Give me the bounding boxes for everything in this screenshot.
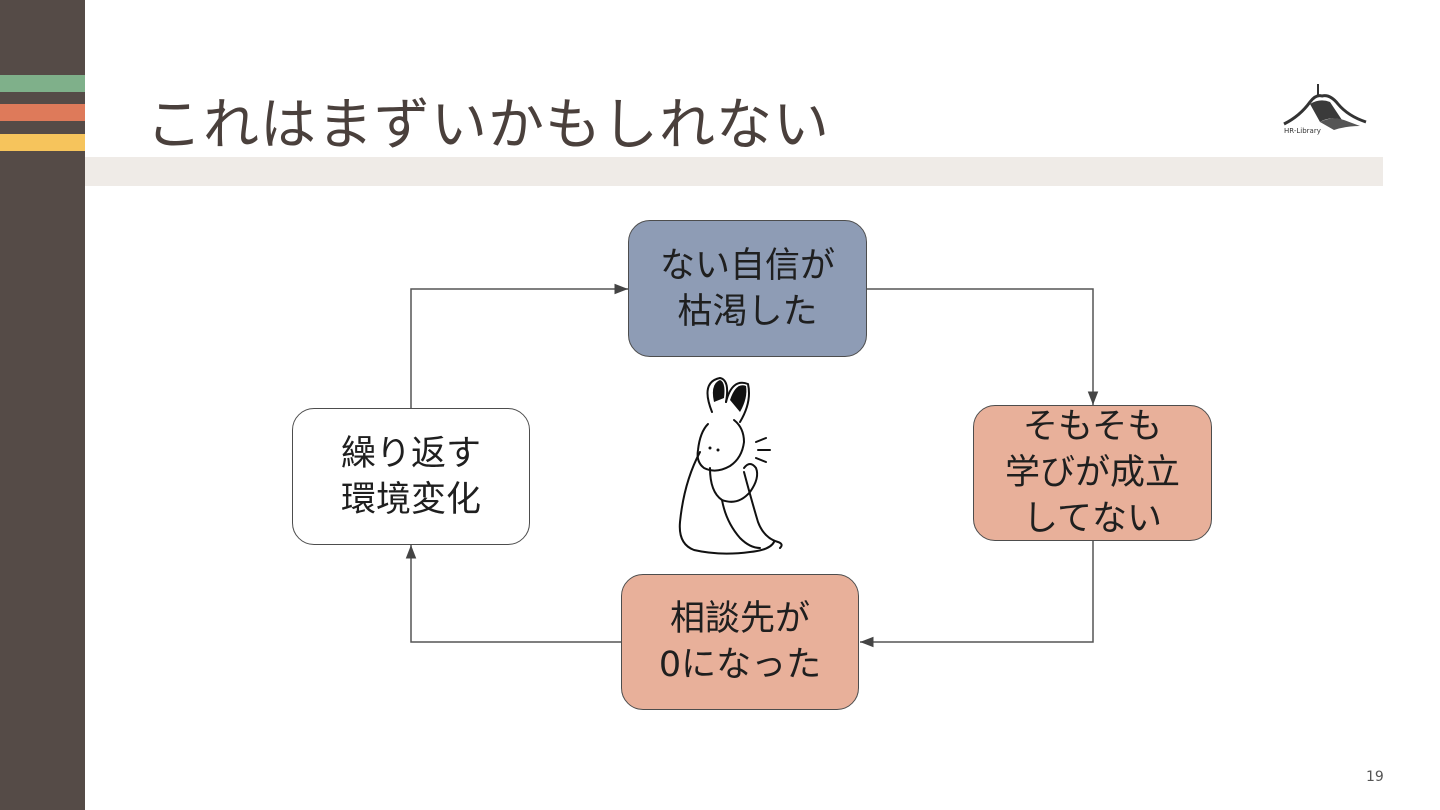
cycle-box-left: 繰り返す 環境変化	[292, 408, 530, 545]
slide-title: これはまずいかもしれない	[146, 93, 830, 158]
page-number: 19	[1366, 769, 1384, 785]
worried-rabbit-illustration	[678, 377, 783, 555]
cycle-box-right: そもそも 学びが成立 してない	[973, 405, 1212, 541]
cycle-box-bottom: 相談先が 0になった	[621, 574, 859, 710]
stripe-yellow	[0, 134, 85, 151]
arrow-left-to-top	[410, 283, 628, 408]
logo-text: HR-Library	[1284, 127, 1321, 135]
arrow-bottom-to-left	[405, 545, 621, 643]
stripe-green	[0, 75, 85, 92]
title-underline-band	[85, 157, 1383, 186]
hr-library-logo-icon	[1283, 84, 1367, 130]
cycle-box-top: ない自信が 枯渇した	[628, 220, 867, 357]
stripe-orange	[0, 104, 85, 121]
arrow-top-to-right	[867, 288, 1099, 405]
arrow-right-to-bottom	[860, 541, 1094, 648]
